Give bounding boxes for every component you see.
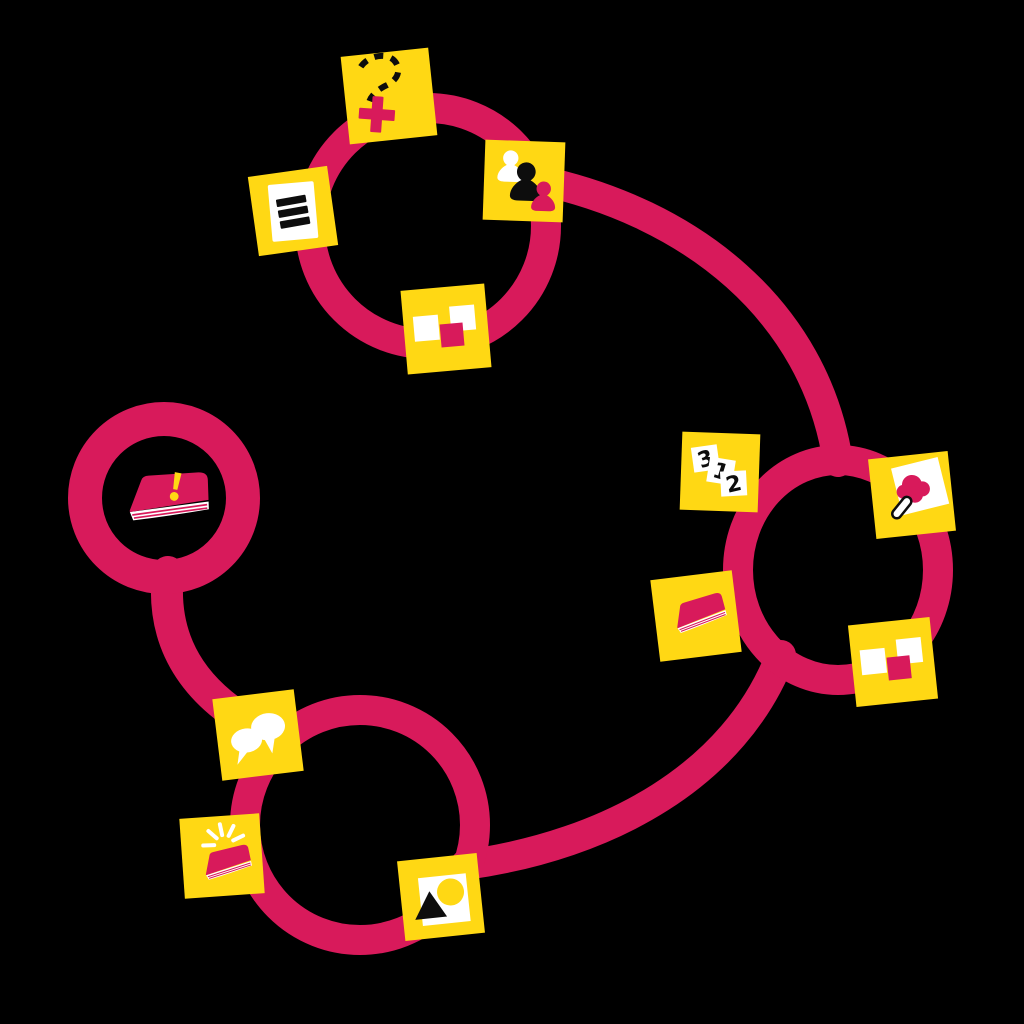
cross-marker (358, 96, 396, 133)
yellow-circle-shape (437, 878, 465, 906)
paintbrush-icon (891, 457, 950, 520)
pink-square (439, 322, 465, 348)
speech-bubbles-icon (231, 713, 286, 765)
loop-right (723, 445, 953, 695)
exclamation-mark (169, 472, 182, 501)
curve-right-loop-to-bottom-loop (450, 640, 796, 880)
book-shape (677, 592, 727, 633)
mosaic-squares-icon (859, 636, 924, 681)
picture-card (415, 873, 471, 927)
tile-numbered-cards: 312 (679, 431, 761, 513)
pink-square (886, 655, 912, 681)
card-digit: 2 (724, 471, 745, 499)
black-triangle-shape (415, 891, 448, 920)
brush (891, 491, 916, 520)
text-lines (275, 194, 311, 229)
game-pawns-icon (497, 150, 556, 212)
tile-treasure-map (340, 47, 438, 145)
shine-ray (226, 823, 236, 838)
tile-book (650, 570, 742, 662)
book-page-line (207, 862, 251, 878)
white-square (412, 314, 440, 342)
pink-pawn (531, 181, 556, 212)
paper-sheet (267, 181, 319, 242)
white-square (859, 647, 888, 676)
speech-bubble-small (231, 728, 263, 753)
mosaic-squares-icon (412, 304, 477, 348)
cross-bar (370, 96, 384, 133)
tile-background (340, 47, 438, 145)
document-icon (267, 181, 319, 242)
alert-book-circle (68, 402, 260, 594)
brush-handle (891, 495, 913, 520)
bubble-tail (237, 749, 249, 765)
card (719, 470, 748, 497)
book-page-line (679, 611, 726, 631)
alert-book-icon (129, 472, 209, 521)
text-line (275, 194, 307, 208)
book-page-line (133, 507, 208, 519)
book-cover (205, 844, 251, 876)
tile-game-pieces (482, 139, 566, 223)
exclamation-bar (173, 472, 182, 490)
exclamation-dot (169, 492, 179, 501)
map-trail-icon (358, 52, 402, 133)
text-line (277, 205, 309, 218)
tile-mosaic-a (400, 283, 492, 375)
shining-book-icon (201, 822, 252, 880)
book-shape-large (129, 472, 209, 521)
tile-mosaic-b (847, 616, 939, 708)
picture-shapes-icon (415, 873, 471, 927)
number-card: 2 (719, 470, 748, 499)
shine-ray (206, 829, 219, 841)
numbered-cards-icon: 312 (690, 444, 748, 499)
white-pawn (497, 150, 523, 183)
dashed-trail (358, 52, 402, 103)
book-page-line (132, 503, 208, 516)
tile-speech-bubbles (212, 689, 304, 781)
book-shape (205, 844, 252, 880)
tile-shining-book (179, 813, 265, 899)
book-page-line (208, 864, 252, 879)
book-cover (677, 592, 726, 629)
tile-paintbrush (868, 451, 956, 539)
book-page-line (680, 613, 726, 632)
text-line (279, 216, 311, 229)
curve-pawns-to-right-loop (523, 165, 853, 477)
black-pawn (509, 162, 542, 202)
book-cover (129, 472, 209, 512)
shine-ray (201, 843, 217, 848)
shine-ray (231, 833, 246, 843)
tile-picture-shapes (397, 853, 485, 941)
book-icon (677, 592, 727, 633)
shine-ray (217, 822, 225, 838)
tile-document (247, 165, 339, 257)
